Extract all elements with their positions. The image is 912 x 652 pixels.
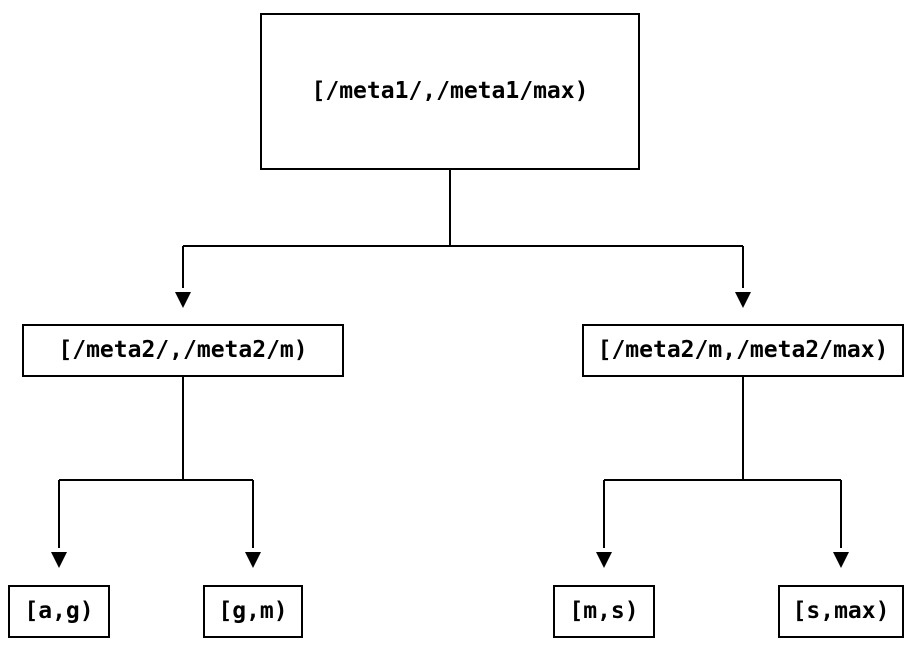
arrowhead-to-leaf-ms: [596, 552, 612, 568]
edge-meta2-low-to-leaves: [51, 377, 261, 568]
arrowhead-to-meta2-high: [735, 292, 751, 308]
node-leaf-g-m: [g,m): [203, 585, 303, 638]
arrowhead-to-leaf-gm: [245, 552, 261, 568]
arrowhead-to-leaf-smax: [833, 552, 849, 568]
edge-root-to-children: [175, 170, 751, 308]
node-meta2-low: [/meta2/,/meta2/m): [22, 324, 344, 377]
node-root: [/meta1/,/meta1/max): [260, 13, 640, 170]
node-leaf-s-max: [s,max): [778, 585, 904, 638]
node-leaf-m-s: [m,s): [553, 585, 655, 638]
arrowhead-to-meta2-low: [175, 292, 191, 308]
arrowhead-to-leaf-ag: [51, 552, 67, 568]
edge-meta2-high-to-leaves: [596, 377, 849, 568]
node-leaf-a-g: [a,g): [8, 585, 110, 638]
node-meta2-high: [/meta2/m,/meta2/max): [582, 324, 904, 377]
